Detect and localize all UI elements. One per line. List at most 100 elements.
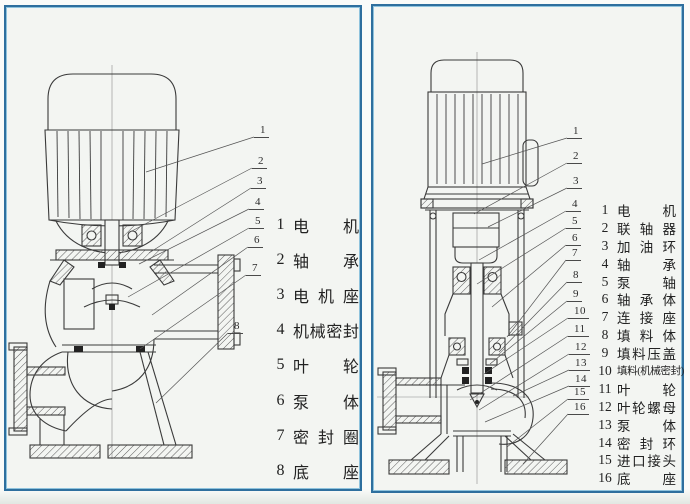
legend-item-number: 2 bbox=[601, 219, 609, 235]
legend-item: 5 泵轴 bbox=[597, 273, 684, 291]
legend-item-number: 5 bbox=[601, 273, 609, 289]
discharge-flange bbox=[154, 254, 241, 350]
callout-number: 3 bbox=[251, 175, 266, 189]
legend-item-number: 10 bbox=[598, 362, 612, 378]
legend-item-name: 填料压盖 bbox=[617, 347, 676, 363]
legend-item-name: 叶轮 bbox=[293, 359, 359, 377]
callout-number: 1 bbox=[567, 125, 582, 139]
legend-item-number: 14 bbox=[598, 434, 612, 450]
callout-number: 13 bbox=[569, 357, 590, 371]
right-diagram-panel: 1 2 3 4 5 6 7 8 9 10 11 12 13 14 15 16 1… bbox=[371, 4, 684, 493]
legend-item-number: 8 bbox=[276, 461, 285, 479]
legend-item: 6 轴承体 bbox=[597, 290, 684, 308]
legend-item-name: 电机座 bbox=[293, 288, 359, 306]
callout-number: 6 bbox=[248, 234, 263, 248]
legend-item: 2 联轴器 bbox=[597, 219, 684, 237]
legend-item-name: 泵体 bbox=[617, 418, 676, 434]
callout-number: 15 bbox=[568, 386, 589, 400]
pump-body-and-base bbox=[388, 382, 568, 475]
legend-item-name: 联轴器 bbox=[617, 221, 676, 237]
legend-item: 8 填料体 bbox=[597, 326, 684, 344]
right-pump-cross-section-drawing bbox=[377, 52, 570, 484]
legend-item: 13 泵体 bbox=[597, 416, 684, 434]
legend-item-number: 7 bbox=[601, 309, 609, 325]
legend-item-number: 2 bbox=[276, 250, 285, 268]
callout-number: 5 bbox=[249, 215, 264, 229]
legend-item-number: 7 bbox=[276, 426, 285, 444]
legend-item-name: 密封环 bbox=[617, 436, 676, 452]
left-pump-cross-section-drawing bbox=[8, 65, 255, 459]
legend-item-name: 轴承 bbox=[293, 253, 359, 271]
legend-item-name: 叶轮 bbox=[617, 382, 676, 398]
legend-item-number: 6 bbox=[276, 391, 285, 409]
callout-number: 4 bbox=[249, 196, 264, 210]
callout-number: 4 bbox=[566, 198, 581, 212]
legend-item-name: 填料体 bbox=[617, 329, 676, 345]
legend-item-number: 11 bbox=[598, 380, 612, 396]
legend-item: 14 密封环 bbox=[597, 434, 684, 452]
legend-item-name: 电机 bbox=[293, 218, 359, 236]
legend-item-name: 加油环 bbox=[617, 239, 676, 255]
callout-number: 9 bbox=[567, 288, 582, 302]
legend-item-number: 9 bbox=[601, 345, 609, 361]
callout-number: 8 bbox=[567, 269, 582, 283]
impeller-and-volute bbox=[29, 282, 177, 446]
callout-number: 2 bbox=[252, 155, 267, 169]
legend-item: 3 电机座 bbox=[274, 277, 360, 312]
callout-number: 7 bbox=[566, 247, 581, 261]
legend-item: 10 填料(机械密封) bbox=[597, 362, 684, 380]
callout-number: 5 bbox=[566, 215, 581, 229]
legend-item: 1 电机 bbox=[597, 201, 684, 219]
legend-item-name: 填料(机械密封) bbox=[617, 366, 684, 378]
callout-number: 11 bbox=[568, 323, 589, 337]
callout-number: 1 bbox=[254, 124, 269, 138]
callout-number: 8 bbox=[228, 320, 243, 334]
legend-item-number: 12 bbox=[598, 398, 612, 414]
legend-item-name: 密封圈 bbox=[293, 429, 359, 447]
legend-item: 1 电机 bbox=[274, 207, 360, 242]
legend-item-name: 泵轴 bbox=[617, 275, 676, 291]
legend-item-number: 1 bbox=[276, 215, 285, 233]
legend-item-name: 电机 bbox=[617, 203, 676, 219]
legend-item-name: 连接座 bbox=[617, 311, 676, 327]
legend-item-name: 轴承体 bbox=[617, 293, 676, 309]
callout-number: 6 bbox=[566, 232, 581, 246]
legend-item: 11 叶轮 bbox=[597, 380, 684, 398]
legend-item-name: 轴承 bbox=[617, 257, 676, 273]
callout-number: 3 bbox=[567, 175, 582, 189]
legend-item-number: 6 bbox=[601, 291, 609, 307]
legend-item: 3 加油环 bbox=[597, 237, 684, 255]
leader-lines bbox=[127, 136, 255, 404]
callout-number: 12 bbox=[569, 341, 590, 355]
callout-number: 14 bbox=[569, 373, 590, 387]
legend-item-name: 叶轮螺母 bbox=[617, 400, 676, 416]
legend-item: 6 泵体 bbox=[274, 383, 360, 418]
legend-item: 12 叶轮螺母 bbox=[597, 398, 684, 416]
legend-item: 4 轴承 bbox=[597, 255, 684, 273]
legend-item-name: 机械密封 bbox=[293, 324, 359, 342]
legend-item-number: 4 bbox=[276, 321, 285, 339]
legend-item: 7 连接座 bbox=[597, 308, 684, 326]
bearing-and-seat bbox=[44, 219, 175, 348]
legend-item-number: 3 bbox=[601, 237, 609, 253]
legend-item-number: 1 bbox=[601, 201, 609, 217]
legend-item-name: 泵体 bbox=[293, 394, 359, 412]
legend-item-number: 4 bbox=[601, 255, 609, 271]
legend-item-number: 3 bbox=[276, 285, 285, 303]
inlet-flange bbox=[8, 342, 66, 436]
legend-item-number: 8 bbox=[601, 327, 609, 343]
legend-item-number: 5 bbox=[276, 356, 285, 374]
legend-item-name: 底座 bbox=[617, 472, 676, 488]
callout-number: 10 bbox=[568, 305, 589, 319]
legend-item: 2 轴承 bbox=[274, 242, 360, 277]
legend-item: 9 填料压盖 bbox=[597, 344, 684, 362]
legend-item-number: 13 bbox=[598, 416, 612, 432]
legend-item-name: 进口接头 bbox=[617, 454, 676, 470]
legend-item: 4 机械密封 bbox=[274, 313, 360, 348]
suction-flange bbox=[377, 367, 442, 435]
